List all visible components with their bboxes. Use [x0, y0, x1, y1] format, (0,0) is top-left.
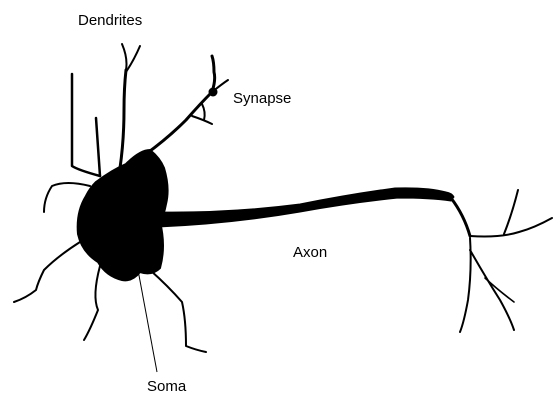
soma-body	[78, 150, 168, 280]
axon-terminal	[451, 190, 552, 332]
soma-label: Soma	[147, 378, 187, 395]
axon-shaft	[158, 188, 454, 227]
synapse-node	[209, 88, 218, 97]
axon-label: Axon	[293, 244, 327, 261]
dendrites-label: Dendrites	[78, 12, 142, 29]
soma-pointer	[138, 270, 157, 372]
synapse-label: Synapse	[233, 90, 291, 107]
